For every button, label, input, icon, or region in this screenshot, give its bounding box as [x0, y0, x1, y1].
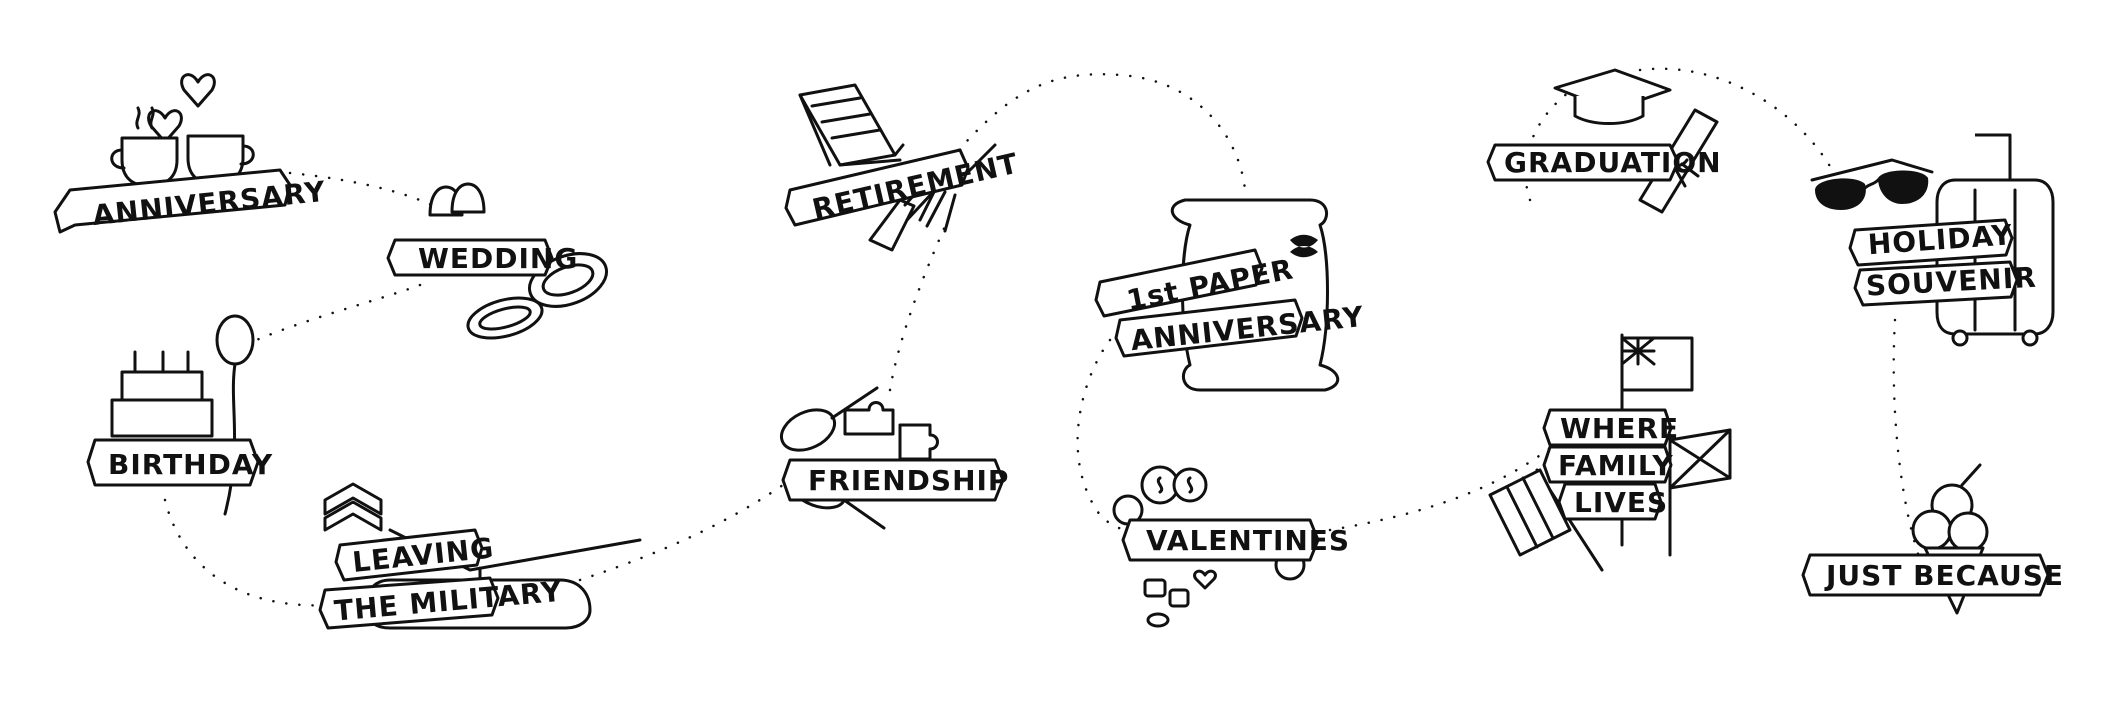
anniversary-group: ANNIVERSARY: [53, 73, 328, 234]
birthday-label: BIRTHDAY: [108, 448, 273, 481]
anniversary-banner: [53, 168, 292, 234]
puzzle-pieces-icon: [843, 401, 939, 461]
family-banner-2: [1542, 445, 1673, 484]
just-because-label: JUST BECAUSE: [1824, 559, 2064, 592]
military-banner: [318, 576, 500, 630]
wedding-label: WEDDING: [418, 242, 578, 275]
paper-anniversary-group: 1st PAPER ANNIVERSARY: [1094, 198, 1366, 392]
holiday-banner-2: [1853, 260, 2019, 307]
chocolates-icon: [1143, 569, 1217, 628]
friendship-group: FRIENDSHIP: [780, 386, 1009, 530]
family-label-line1: WHERE: [1560, 412, 1679, 445]
sunglasses-icon: [1810, 158, 1934, 210]
valentines-group: VALENTINES: [1112, 465, 1350, 628]
wedding-bells-icon: [428, 182, 486, 217]
just-because-banner: [1801, 553, 2050, 597]
family-banner-1: [1542, 408, 1673, 447]
friendship-banner: [781, 458, 1005, 502]
paper-banner-2: [1114, 298, 1304, 358]
birthday-group: BIRTHDAY: [86, 314, 273, 516]
graduation-banner: [1486, 143, 1680, 182]
retirement-banner: [784, 148, 970, 227]
just-because-group: JUST BECAUSE: [1801, 463, 2064, 615]
holiday-group: HOLIDAY SOUVENIR: [1810, 133, 2055, 347]
holiday-banner-1: [1848, 218, 2014, 267]
valentines-banner: [1121, 518, 1320, 562]
friendship-label: FRIENDSHIP: [808, 464, 1009, 497]
chevron-stripes-icon: [323, 482, 383, 532]
family-banner-3: [1557, 482, 1663, 521]
lipstick-kiss-icon: [1290, 234, 1318, 258]
birthday-cake-icon: [110, 350, 214, 438]
birthday-banner: [86, 438, 260, 487]
hearts-icon: [147, 73, 216, 144]
retirement-group: RETIREMENT: [784, 83, 1022, 252]
dotted-path: [163, 67, 1922, 607]
family-label-line3: LIVES: [1574, 486, 1668, 519]
wedding-banner: [386, 238, 554, 277]
deck-chair-icon: [798, 83, 905, 167]
mortarboard-icon: [1553, 68, 1672, 125]
flags-icon: [1488, 333, 1732, 572]
valentines-label: VALENTINES: [1146, 524, 1350, 557]
family-label-line2: FAMILY: [1558, 449, 1674, 482]
leaving-military-group: LEAVING THE MILITARY: [318, 482, 642, 630]
family-group: WHERE FAMILY LIVES: [1488, 333, 1732, 572]
graduation-group: GRADUATION: [1486, 68, 1722, 214]
leaving-banner: [334, 528, 484, 582]
graduation-label: GRADUATION: [1504, 146, 1722, 179]
balloon-icon: [215, 314, 255, 516]
coffee-cups-icon: [110, 106, 255, 188]
paper-banner-1: [1094, 248, 1264, 318]
wedding-group: WEDDING: [386, 182, 608, 340]
